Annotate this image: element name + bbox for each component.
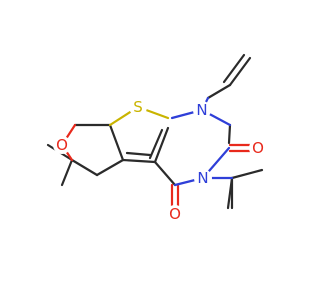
bond-c3b-c7 [108,123,125,162]
carbonyl-oxygen-c4: O [169,205,181,223]
bond-allyl-double [222,53,246,84]
nitrogen-atom-3: N [197,169,208,187]
bond-cme2-me2 [60,158,74,187]
nitrogen-atom-1: N [196,101,207,119]
atom-labels: S N N O O O [53,98,267,223]
ring-oxygen-atom: O [56,136,68,154]
bond-c7a-c3a-double [148,128,164,160]
bond-allyl-ch2-ch [206,83,232,100]
sulfur-atom: S [133,98,143,116]
bond-c3a-c4 [153,160,177,187]
bond-ipr-me1 [230,168,264,180]
bond-c3b-c3a [121,158,157,164]
oxygen-bonds [60,123,254,210]
bond-ch2-ring-cme2 [70,158,99,177]
bond-ipr-me2 [226,176,234,210]
bond-c3b-c3a-inner [125,151,152,157]
carbonyl-oxygen-c2: O [252,139,264,157]
bond-allyl-ch-ch2 [228,56,252,87]
molecule-structure: S N N O O O [46,53,267,223]
bond-ch2-ring-c4a [95,158,125,177]
bond-c3a-c7a [153,126,170,164]
carbon-bonds [46,53,264,210]
bond-c2-c2n [227,123,232,145]
